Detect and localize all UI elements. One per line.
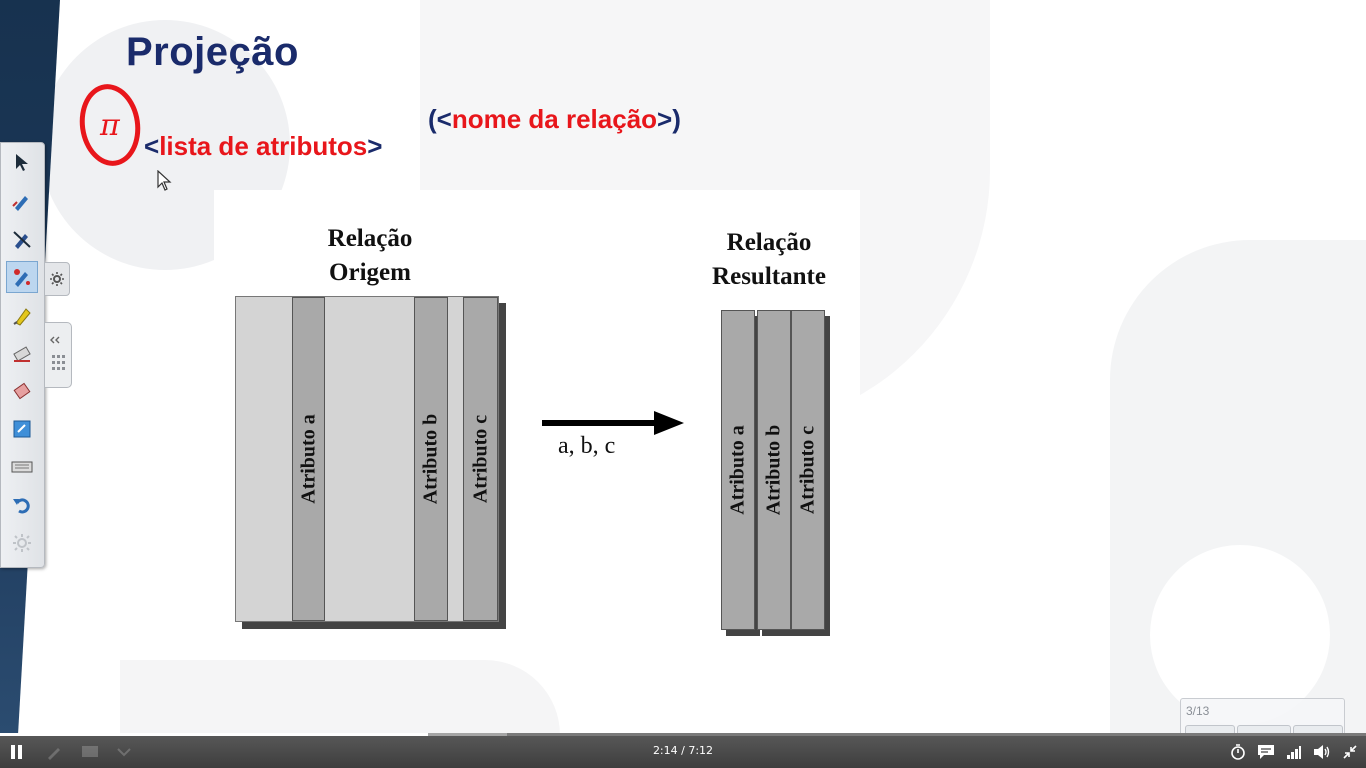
projection-arrow-caption: a, b, c <box>558 433 616 459</box>
slide-counter: 3/13 <box>1186 704 1210 718</box>
result-relation-label: Relação Resultante <box>694 226 844 294</box>
exit-fullscreen-icon[interactable] <box>1340 742 1360 762</box>
video-player-bar: 2:14 / 7:12 <box>0 736 1366 768</box>
formula-attr-open: < <box>144 131 160 161</box>
result-column-a-label: Atributo a <box>726 425 749 515</box>
result-column-a: Atributo a <box>721 310 755 630</box>
origin-column-c-label: Atributo c <box>469 414 491 504</box>
undo-icon[interactable] <box>6 489 38 521</box>
origin-label-line2: Origem <box>329 259 411 286</box>
formula-relation-name: (<nome da relação>) <box>428 104 681 135</box>
pen-alt-icon[interactable] <box>6 223 38 255</box>
eraser-icon[interactable] <box>6 337 38 369</box>
pen-icon[interactable] <box>6 185 38 217</box>
pi-symbol: π <box>100 108 120 143</box>
formula-rel-close: >) <box>657 104 681 134</box>
projection-arrow-line <box>542 420 662 426</box>
volume-icon[interactable] <box>1312 742 1332 762</box>
slide-title: Projeção <box>126 30 299 74</box>
settings-sun-icon[interactable] <box>6 527 38 559</box>
video-buffer-bar <box>427 733 507 736</box>
chevron-down-icon <box>114 742 134 762</box>
origin-column-b-label: Atributo b <box>419 413 442 505</box>
mouse-cursor-icon <box>157 169 173 197</box>
pencil-icon <box>44 742 64 762</box>
result-label-line2: Resultante <box>712 263 826 290</box>
result-column-c-label: Atributo c <box>796 425 819 515</box>
select-arrow-icon[interactable] <box>6 147 38 179</box>
result-column-c: Atributo c <box>791 310 825 630</box>
origin-relation-table: Atributo a Atributo b Atributo c <box>235 296 499 622</box>
keyboard-icon[interactable] <box>6 451 38 483</box>
screen-icon <box>80 742 100 762</box>
video-time: 2:14 / 7:12 <box>652 744 714 757</box>
whiteboard-icon[interactable] <box>6 413 38 445</box>
origin-column-a-label: Atributo a <box>297 414 319 504</box>
toolbar-settings-gear-icon[interactable] <box>44 262 70 296</box>
result-label-line1: Relação <box>726 229 812 256</box>
video-progress-track[interactable] <box>0 733 1366 736</box>
pause-icon[interactable] <box>10 745 24 759</box>
captions-icon[interactable] <box>1256 742 1276 762</box>
origin-column-a: Atributo a <box>292 297 325 621</box>
formula-attr-close: > <box>367 131 383 161</box>
toolbar-collapse-handle[interactable] <box>44 322 72 388</box>
pen-toolbar <box>0 142 45 568</box>
origin-label-line1: Relação <box>327 225 413 252</box>
quality-bars-icon[interactable] <box>1284 742 1304 762</box>
result-column-b: Atributo b <box>757 310 791 630</box>
formula-attr-text: lista de atributos <box>159 131 368 161</box>
laser-pen-icon[interactable] <box>6 261 38 293</box>
timer-icon[interactable] <box>1228 742 1248 762</box>
formula-attribute-list: <lista de atributos> <box>144 131 382 162</box>
projection-diagram: Relação Origem Atributo a Atributo b Atr… <box>214 190 860 658</box>
projection-arrow-head <box>654 411 684 435</box>
origin-relation-label: Relação Origem <box>290 222 450 290</box>
origin-column-c: Atributo c <box>463 297 498 621</box>
clear-ink-icon[interactable] <box>6 375 38 407</box>
highlighter-icon[interactable] <box>6 299 38 331</box>
formula-rel-text: nome da relação <box>451 104 658 134</box>
video-progress-fill <box>0 733 428 736</box>
origin-column-b: Atributo b <box>414 297 448 621</box>
result-column-b-label: Atributo b <box>762 424 785 516</box>
formula-rel-open: (< <box>428 104 452 134</box>
